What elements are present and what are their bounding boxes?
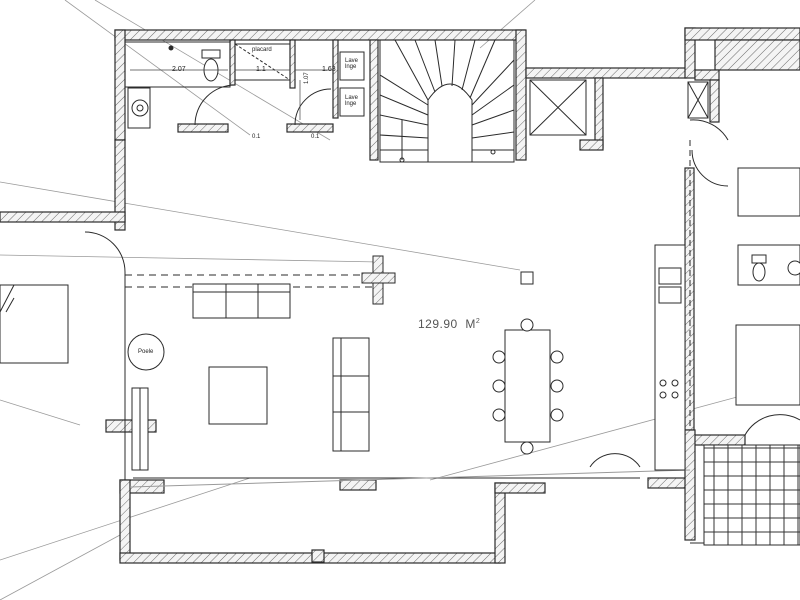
interior-lines bbox=[84, 119, 800, 544]
dimension-lines bbox=[130, 69, 333, 120]
shaft-boxes bbox=[529, 79, 709, 136]
structural-column bbox=[361, 255, 534, 305]
dimension-label: 1.63 bbox=[322, 66, 336, 73]
dining-chairs bbox=[492, 318, 564, 455]
dimension-label: 1.07 bbox=[304, 72, 310, 84]
kitchen bbox=[654, 244, 686, 471]
bathroom-fixtures bbox=[124, 41, 365, 129]
placard-label: placard bbox=[252, 47, 272, 53]
right-rooms bbox=[703, 167, 800, 546]
washing-machine-label: Lave lnge bbox=[345, 58, 359, 70]
left-room bbox=[0, 284, 69, 364]
dimension-label: 1.1 bbox=[256, 66, 266, 73]
dimension-label: 0.1 bbox=[252, 134, 261, 140]
furniture bbox=[127, 283, 564, 471]
dimension-label: 0.1 bbox=[311, 134, 320, 140]
area-unit: M bbox=[465, 317, 476, 331]
area-value: 129.90 bbox=[418, 317, 458, 331]
stove-label: Poele bbox=[138, 349, 154, 355]
washing-machine-label: Lave lnge bbox=[345, 95, 359, 107]
staircase bbox=[379, 39, 515, 163]
area-unit-power: 2 bbox=[475, 318, 481, 325]
walls bbox=[0, 27, 800, 564]
dimension-label: 2.07 bbox=[172, 66, 186, 73]
area-label: 129.90 M2 bbox=[418, 318, 480, 330]
